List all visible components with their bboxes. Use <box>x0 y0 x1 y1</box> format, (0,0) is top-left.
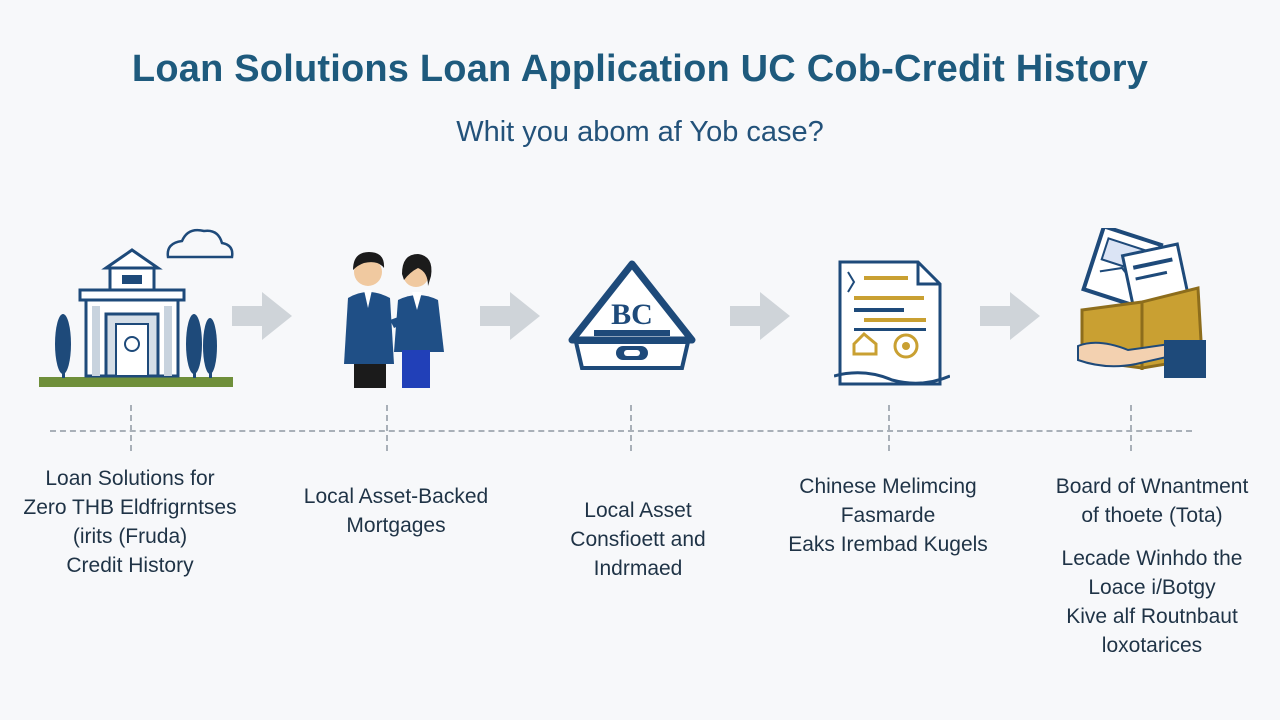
step-label-line: Chinese Melimcing <box>799 475 977 498</box>
timeline-tick <box>888 405 890 451</box>
step-label-line: Kive alf Routnbaut <box>1066 605 1238 628</box>
bank-building-icon <box>39 228 234 387</box>
step-label-line: Zero THB Eldfrigrntses <box>23 496 237 519</box>
step-label-5: Board of Wnantment of thoete (Tota) Leca… <box>1024 472 1280 660</box>
step-label-line: Credit History <box>66 554 194 577</box>
step-label-line: Mortgages <box>346 514 446 537</box>
step-label-line: Indrmaed <box>593 557 683 580</box>
arrow-right-icon <box>730 292 790 340</box>
loan-document-icon <box>834 260 950 386</box>
arrow-right-icon <box>980 292 1040 340</box>
step-label-4: Chinese Melimcing Fasmarde Eaks Irembad … <box>768 472 1008 559</box>
step-label-line: Eaks Irembad Kugels <box>788 533 988 556</box>
step-label-line: Loan Solutions for <box>45 467 215 490</box>
bc-house-icon: BC <box>568 260 696 370</box>
timeline-tick <box>386 405 388 451</box>
hand-with-folder-icon <box>1077 228 1206 378</box>
bc-badge: BC <box>611 298 653 331</box>
step-label-line: Local Asset-Backed <box>303 485 489 508</box>
step-label-line: of thoete (Tota) <box>1081 504 1223 527</box>
step-label-line: loxotarices <box>1101 634 1203 657</box>
step-label-line: Board of Wnantment <box>1055 475 1249 498</box>
page-title: Loan Solutions Loan Application UC Cob-C… <box>131 48 1149 90</box>
timeline-tick <box>1130 405 1132 451</box>
step-label-2: Local Asset-Backed Mortgages <box>276 482 516 540</box>
step-label-line: Consfioett and <box>570 528 706 551</box>
page-subtitle: Whit you abom af Yob case? <box>456 116 824 148</box>
step-label-line: Local Asset <box>584 499 692 522</box>
step-label-1: Loan Solutions for Zero THB Eldfrigrntse… <box>10 464 250 580</box>
step-label-line: (irits (Fruda) <box>72 525 188 548</box>
arrow-right-icon <box>232 292 292 340</box>
step-label-3: Local Asset Consfioett and Indrmaed <box>518 496 758 583</box>
timeline-tick <box>630 405 632 451</box>
timeline-tick <box>130 405 132 451</box>
step-label-line: Lecade Winhdo the <box>1061 547 1243 570</box>
arrow-right-icon <box>480 292 540 340</box>
step-label-line: Loace i/Botgy <box>1088 576 1216 599</box>
business-people-handshake-icon <box>344 252 444 388</box>
step-label-line: Fasmarde <box>840 504 936 527</box>
timeline-line <box>50 430 1192 432</box>
